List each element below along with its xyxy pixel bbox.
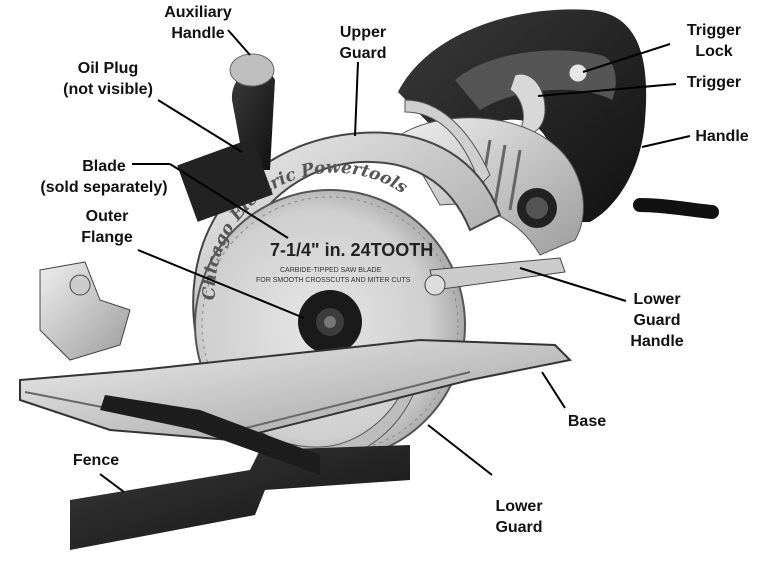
leader-fence	[99, 473, 125, 493]
leader-blade-2	[169, 163, 289, 239]
leader-handle	[641, 135, 691, 148]
trigger-lock-part	[568, 63, 588, 83]
leader-upper-guard	[354, 61, 359, 137]
blade-size-text: 7-1/4" in. 24TOOTH	[270, 240, 433, 260]
leader-auxiliary-handle	[227, 29, 251, 56]
label-base: Base	[567, 413, 607, 430]
leader-trigger-lock	[582, 43, 671, 73]
label-trigger: Trigger	[686, 74, 742, 91]
blade-spec-line2: FOR SMOOTH CROSSCUTS AND MITER CUTS	[256, 277, 411, 284]
fence-part	[70, 445, 410, 550]
leader-trigger	[537, 83, 677, 97]
leader-outer-flange	[137, 249, 305, 319]
label-oil-plug: Oil Plug(not visible)	[63, 60, 153, 98]
leader-lower-guard-handle	[519, 267, 627, 302]
leader-base	[541, 371, 566, 409]
label-fence: Fence	[72, 452, 120, 469]
label-handle: Handle	[695, 128, 749, 145]
leader-lower-guard	[427, 424, 493, 476]
blade-spec-line1: CARBIDE-TIPPED SAW BLADE	[280, 267, 382, 274]
label-blade: Blade(sold separately)	[40, 158, 168, 196]
leader-oil-plug	[157, 99, 243, 153]
